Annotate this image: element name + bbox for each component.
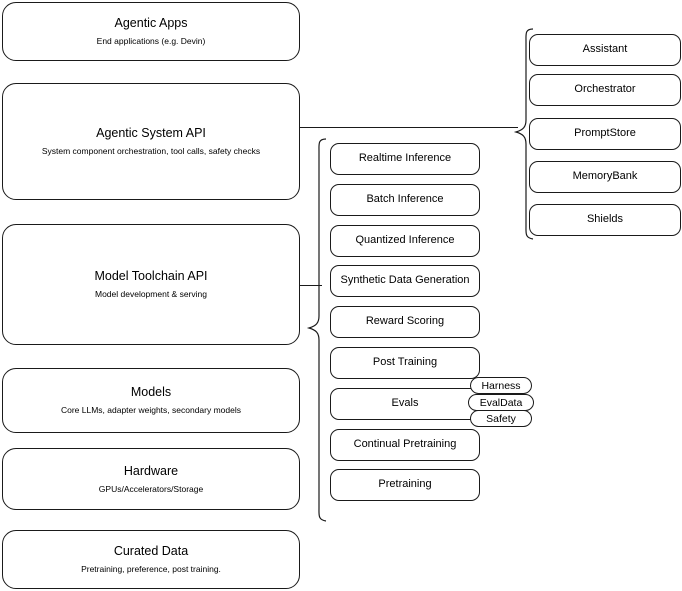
- stack-box-subtitle: GPUs/Accelerators/Storage: [98, 483, 204, 494]
- brace-agentic-system: [513, 28, 534, 240]
- toolchain-box-label: Evals: [391, 397, 419, 410]
- stack-box-title: Agentic Apps: [114, 16, 188, 31]
- toolchain-box-evals[interactable]: Evals: [330, 388, 480, 420]
- stack-box-agentic-system-api[interactable]: Agentic System API System component orch…: [2, 83, 300, 200]
- agentic-box-promptstore[interactable]: PromptStore: [529, 118, 681, 150]
- evals-badge-harness[interactable]: Harness: [470, 377, 532, 394]
- toolchain-box-quantized-inference[interactable]: Quantized Inference: [330, 225, 480, 257]
- toolchain-box-label: Quantized Inference: [355, 234, 455, 247]
- toolchain-box-label: Batch Inference: [366, 193, 444, 206]
- evals-badge-label: EvalData: [479, 396, 523, 409]
- toolchain-box-label: Continual Pretraining: [353, 438, 457, 451]
- toolchain-box-label: Pretraining: [378, 478, 432, 491]
- toolchain-box-pretraining[interactable]: Pretraining: [330, 469, 480, 501]
- stack-box-subtitle: Pretraining, preference, post training.: [81, 564, 221, 574]
- agentic-box-label: PromptStore: [574, 127, 636, 140]
- evals-badge-evaldata[interactable]: EvalData: [468, 394, 534, 411]
- toolchain-box-label: Realtime Inference: [358, 152, 452, 165]
- stack-box-model-toolchain-api[interactable]: Model Toolchain API Model development & …: [2, 224, 300, 345]
- stack-box-hardware[interactable]: Hardware GPUs/Accelerators/Storage: [2, 448, 300, 510]
- toolchain-box-post-training[interactable]: Post Training: [330, 347, 480, 379]
- agentic-box-assistant[interactable]: Assistant: [529, 34, 681, 66]
- toolchain-box-label: Synthetic Data Generation: [340, 274, 470, 287]
- toolchain-box-continual-pretraining[interactable]: Continual Pretraining: [330, 429, 480, 461]
- stack-box-curated-data[interactable]: Curated Data Pretraining, preference, po…: [2, 530, 300, 589]
- stack-box-subtitle: End applications (e.g. Devin): [96, 36, 206, 46]
- agentic-box-memorybank[interactable]: MemoryBank: [529, 161, 681, 193]
- evals-badge-safety[interactable]: Safety: [470, 410, 532, 427]
- stack-box-models[interactable]: Models Core LLMs, adapter weights, secon…: [2, 368, 300, 433]
- toolchain-box-batch-inference[interactable]: Batch Inference: [330, 184, 480, 216]
- connector-model-toolchain-api: [300, 285, 322, 286]
- agentic-box-shields[interactable]: Shields: [529, 204, 681, 236]
- brace-model-toolchain: [306, 138, 327, 522]
- toolchain-box-label: Reward Scoring: [365, 315, 445, 328]
- toolchain-box-realtime-inference[interactable]: Realtime Inference: [330, 143, 480, 175]
- stack-box-title: Model Toolchain API: [94, 269, 208, 284]
- stack-box-title: Hardware: [123, 463, 179, 478]
- stack-box-title: Models: [130, 385, 172, 400]
- stack-box-title: Agentic System API: [96, 126, 206, 141]
- toolchain-box-label: Post Training: [372, 356, 438, 369]
- toolchain-box-reward-scoring[interactable]: Reward Scoring: [330, 306, 480, 338]
- evals-badge-label: Harness: [481, 379, 521, 392]
- agentic-box-label: Orchestrator: [574, 83, 636, 96]
- stack-box-subtitle: Core LLMs, adapter weights, secondary mo…: [60, 405, 241, 415]
- agentic-box-orchestrator[interactable]: Orchestrator: [529, 74, 681, 106]
- agentic-box-label: MemoryBank: [572, 170, 638, 183]
- stack-box-title: Curated Data: [113, 544, 189, 559]
- evals-badge-label: Safety: [486, 412, 516, 425]
- stack-box-subtitle: Model development & serving: [95, 289, 207, 299]
- stack-box-subtitle: System component orchestration, tool cal…: [41, 146, 261, 156]
- connector-agentic-system-api: [300, 127, 518, 128]
- agentic-box-label: Assistant: [582, 43, 628, 56]
- stack-box-agentic-apps[interactable]: Agentic Apps End applications (e.g. Devi…: [2, 2, 300, 61]
- toolchain-box-synthetic-data-generation[interactable]: Synthetic Data Generation: [330, 265, 480, 297]
- agentic-box-label: Shields: [586, 213, 624, 226]
